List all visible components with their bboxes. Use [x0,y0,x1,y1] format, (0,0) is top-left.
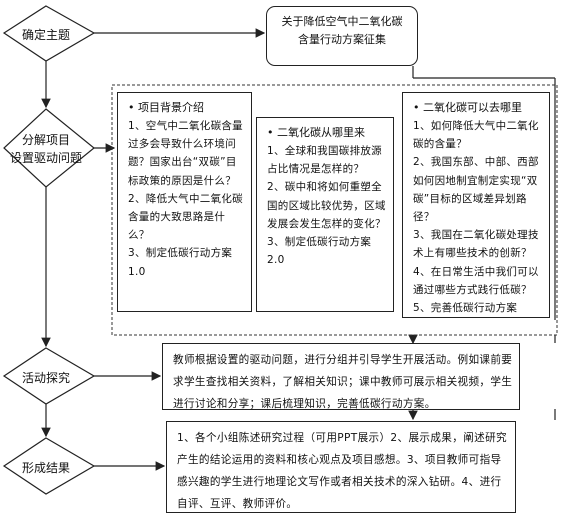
stage-label-activity: 活动探究 [21,371,70,385]
theme-text: 关于降低空气中二氧化碳含量行动方案征集 [281,15,403,46]
column-destination: • 二氧化碳可以去哪里 1、如何降低大气中二氧化碳的含量？ 2、我国东部、中部、… [402,92,550,318]
result-text: 1、各个小组陈述研究过程（可用PPT展示）2、展示成果，阐述研究产生的结论运用的… [177,432,507,510]
activity-text: 教师根据设置的驱动问题，进行分组并引导学生开展活动。例如课前要求学生查找相关资料… [173,354,513,410]
theme-box: 关于降低空气中二氧化碳含量行动方案征集 [266,6,418,66]
stage-label-decompose-text: 分解项目 设置驱动问题 [10,133,83,165]
column-item: 1、全球和我国碳排放源占比情况是怎样的？ [267,145,382,176]
stage-label-determine-theme: 确定主题 [21,28,70,42]
column-item: 4、在日常生活中我们可以通过哪些方式践行低碳？ [413,265,539,296]
column-item: 1、空气中二氧化碳含量过多会导致什么环境问题？国家出台“双碳”目标政策的原因是什… [128,120,243,187]
column-background: • 项目背景介绍 1、空气中二氧化碳含量过多会导致什么环境问题？国家出台“双碳”… [117,92,252,312]
diamond-stage-4 [2,437,96,495]
column-header: • 二氧化碳从哪里来 [267,126,365,139]
column-item: 3、制定低碳行动方案2.0 [267,236,372,267]
column-source: • 二氧化碳从哪里来 1、全球和我国碳排放源占比情况是怎样的？ 2、碳中和将如何… [256,117,394,312]
column-item: 3、我国在二氧化碳处理技术上有哪些技术的创新？ [413,229,539,260]
column-header: • 二氧化碳可以去哪里 [413,101,522,114]
column-item: 2、我国东部、中部、西部如何因地制宜制定实现“双碳”目标的区域差异划路径？ [413,156,539,224]
column-item: 1、如何降低大气中二氧化碳的含量？ [413,120,539,151]
result-box: 1、各个小组陈述研究过程（可用PPT展示）2、展示成果，阐述研究产生的结论运用的… [166,421,516,513]
columns-frame [111,84,558,336]
column-item: 3、制定低碳行动方案1.0 [128,247,233,278]
column-header: • 项目背景介绍 [128,101,204,114]
stage-label-decompose: 分解项目 设置驱动问题 [10,131,82,167]
column-item: 5、完善低碳行动方案 [413,302,518,315]
column-item: 2、碳中和将如何重塑全国的区域比较优势，区域发展会发生怎样的变化？ [267,181,386,230]
stage-label-result: 形成结果 [21,461,70,475]
activity-box: 教师根据设置的驱动问题，进行分组并引导学生开展活动。例如课前要求学生查找相关资料… [162,343,520,410]
column-item: 2、降低大气中二氧化碳含量的大致思路是什么？ [128,192,243,242]
